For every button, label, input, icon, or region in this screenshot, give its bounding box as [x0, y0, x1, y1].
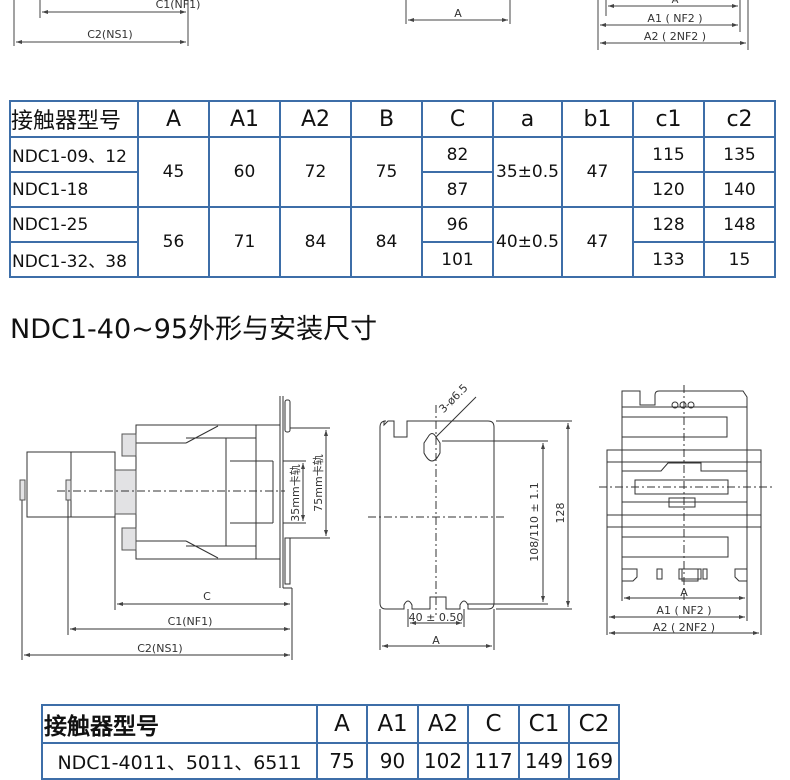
c-cell: 87	[421, 171, 494, 208]
c1-label: C1(NF1)	[168, 615, 213, 628]
c-label: C	[203, 590, 211, 603]
table-row: NDC1-09、12 45 60 72 75 82 35±0.5 47 115 …	[9, 136, 776, 208]
a-cell: 56	[137, 206, 210, 278]
b1-cell: 47	[561, 136, 634, 208]
a1-label: A1 ( NF2 )	[647, 12, 702, 25]
side-view-drawing: 35mm卡轨 75mm卡轨 C C1(NF1) C2(NS1)	[19, 396, 330, 660]
mounting-plate-drawing: 3-ø6.5 108/110 ± 1.1 128 40 ± 0.50 A	[368, 381, 572, 650]
inner-height-label: 108/110 ± 1.1	[528, 482, 541, 561]
model-cell: NDC1-18	[9, 171, 139, 208]
c1-cell: 115	[632, 136, 705, 173]
hole-label: 3-ø6.5	[436, 381, 470, 415]
outer-height-label: 128	[554, 503, 567, 524]
a1-cell: 71	[208, 206, 281, 278]
b1-cell: 47	[561, 206, 634, 278]
header-c1: C1	[518, 704, 570, 744]
section-title: NDC1-40~95外形与安装尺寸	[10, 314, 378, 345]
terminal-bottom	[121, 527, 137, 551]
coupling-block	[114, 469, 137, 515]
a2-cell: 72	[279, 136, 352, 208]
c-cell: 96	[421, 206, 494, 243]
a1-cell: 90	[366, 742, 419, 780]
table-row: NDC1-18 87 120 140	[9, 171, 776, 208]
c-cell: 82	[421, 136, 494, 173]
header-model: 接触器型号	[41, 704, 318, 744]
c2-label: C2(NS1)	[137, 642, 182, 655]
model-cell: NDC1-25	[9, 206, 139, 243]
model-cell: NDC1-32、38	[9, 241, 139, 278]
a-label: A	[454, 7, 462, 20]
a2-label: A2 ( 2NF2 )	[644, 30, 706, 43]
a2-cell: 84	[279, 206, 352, 278]
a-tol-cell: 40±0.5	[492, 206, 563, 278]
a-cell: 45	[137, 136, 210, 208]
table-header-row: 接触器型号 A A1 A2 B C a b1 c1 c2	[9, 100, 776, 138]
header-c1: c1	[632, 100, 705, 138]
a-label-right: A	[672, 0, 679, 6]
header-c2: C2	[568, 704, 620, 744]
dimension-table-large: 接触器型号 A A1 A2 C C1 C2 NDC1-4011、5011、651…	[41, 704, 620, 780]
dimension-table-small: 接触器型号 A A1 A2 B C a b1 c1 c2 NDC1-09、12 …	[9, 100, 776, 278]
c1-cell: 149	[518, 742, 570, 780]
spacing-label: 40 ± 0.50	[409, 611, 464, 624]
a-cell: 75	[316, 742, 368, 780]
header-b: B	[350, 100, 423, 138]
a2-label: A2 ( 2NF2 )	[653, 621, 715, 634]
b-cell: 84	[350, 206, 423, 278]
header-a1: A1	[366, 704, 419, 744]
a-tol-cell: 35±0.5	[492, 136, 563, 208]
a1-cell: 60	[208, 136, 281, 208]
header-a: A	[316, 704, 368, 744]
header-c: C	[467, 704, 520, 744]
knob-mid	[65, 479, 72, 501]
knob-left	[19, 479, 26, 501]
c1-cell: 120	[632, 171, 705, 208]
header-b1: b1	[561, 100, 634, 138]
model-cell: NDC1-4011、5011、6511	[41, 742, 318, 780]
header-c: C	[421, 100, 494, 138]
a-label: A	[432, 634, 440, 647]
header-a-lower: a	[492, 100, 563, 138]
c-cell: 117	[467, 742, 520, 780]
rail-35-label: 35mm卡轨	[288, 464, 302, 521]
header-model: 接触器型号	[9, 100, 139, 138]
rail-75-label: 75mm卡轨	[311, 454, 325, 511]
c-cell: 101	[421, 241, 494, 278]
a1-label: A1 ( NF2 )	[656, 604, 711, 617]
c2-cell: 140	[703, 171, 776, 208]
b-cell: 75	[350, 136, 423, 208]
c2-cell: 15	[703, 241, 776, 278]
c2-cell: 169	[568, 742, 620, 780]
model-cell: NDC1-09、12	[9, 136, 139, 173]
header-a2: A2	[279, 100, 352, 138]
a-label: A	[680, 586, 688, 599]
c2-cell: 135	[703, 136, 776, 173]
table-header-row: 接触器型号 A A1 A2 C C1 C2	[41, 704, 620, 744]
header-a1: A1	[208, 100, 281, 138]
a2-cell: 102	[417, 742, 469, 780]
header-a2: A2	[417, 704, 469, 744]
c2-cell: 148	[703, 206, 776, 243]
c2-label: C2(NS1)	[87, 28, 132, 41]
table-row: NDC1-32、38 101 133 15	[9, 241, 776, 278]
terminal-top	[121, 433, 137, 457]
c1-label: C1(NF1)	[156, 0, 201, 11]
top-dimension-drawings: C1(NF1) C2(NS1) A A A1 ( NF2 ) A2 ( 2NF2…	[13, 0, 749, 50]
table-row: NDC1-4011、5011、6511 75 90 102 117 149 16…	[41, 742, 620, 780]
c1-cell: 133	[632, 241, 705, 278]
header-a: A	[137, 100, 210, 138]
table-row: NDC1-25 56 71 84 84 96 40±0.5 47 128 148	[9, 206, 776, 278]
front-view-drawing: A A1 ( NF2 ) A2 ( 2NF2 )	[599, 385, 775, 635]
c1-cell: 128	[632, 206, 705, 243]
header-c2: c2	[703, 100, 776, 138]
